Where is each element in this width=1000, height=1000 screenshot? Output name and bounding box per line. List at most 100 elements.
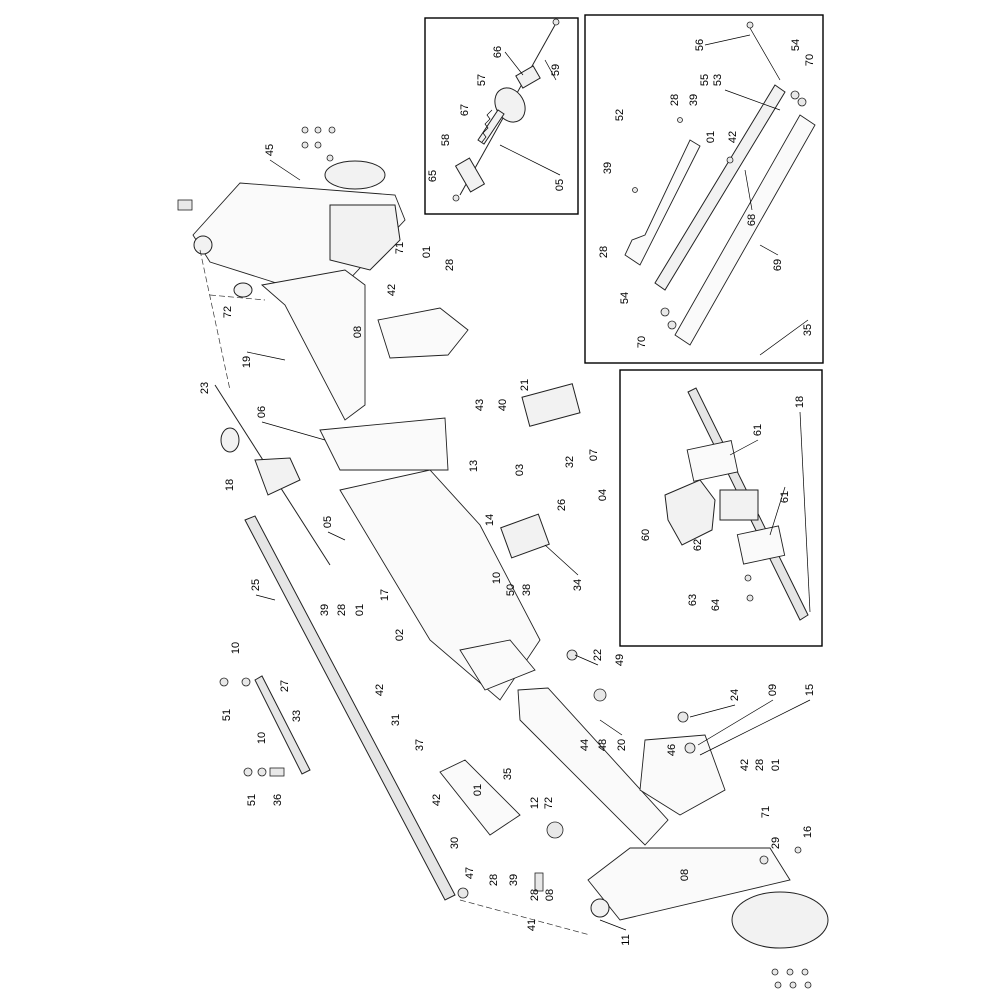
part-number-label: 65 bbox=[427, 170, 439, 182]
part-number-label: 39 bbox=[688, 94, 700, 106]
part-number-label: 20 bbox=[616, 739, 628, 751]
washer-09 bbox=[684, 742, 696, 754]
part-number-label: 05 bbox=[554, 179, 566, 191]
plate-52 bbox=[624, 139, 701, 266]
rail-69 bbox=[674, 114, 816, 346]
part-number-label: 54 bbox=[790, 39, 802, 51]
part-number-label: 41 bbox=[526, 919, 538, 931]
part-number-label: 18 bbox=[794, 396, 806, 408]
part-number-label: 72 bbox=[222, 306, 234, 318]
part-number-label: 69 bbox=[772, 259, 784, 271]
part-number-label: 10 bbox=[256, 732, 268, 744]
part-number-label: 31 bbox=[390, 714, 402, 726]
washer-49 bbox=[593, 688, 607, 702]
part-number-label: 17 bbox=[379, 589, 391, 601]
bolt-39-b bbox=[632, 187, 638, 193]
part-number-label: 28 bbox=[444, 259, 456, 271]
leader-lines bbox=[246, 34, 811, 931]
part-number-label: 71 bbox=[760, 806, 772, 818]
bracket-60 bbox=[664, 479, 716, 546]
washer-70-top bbox=[797, 97, 807, 107]
pivot-eye bbox=[193, 235, 213, 255]
roller-72-lower bbox=[546, 821, 564, 839]
washer-54-top bbox=[790, 90, 800, 100]
motor-disc-bottom bbox=[731, 891, 829, 949]
bolt-top-2 bbox=[314, 126, 322, 134]
part-number-label: 32 bbox=[564, 456, 576, 468]
bracket-66 bbox=[515, 65, 541, 89]
bolt-bottom-5 bbox=[789, 981, 797, 989]
block-62 bbox=[719, 489, 759, 521]
bracket-34 bbox=[500, 513, 550, 559]
bolt-head-top bbox=[177, 199, 193, 211]
part-number-label: 14 bbox=[484, 514, 496, 526]
part-number-label: 42 bbox=[374, 684, 386, 696]
part-number-label: 54 bbox=[619, 292, 631, 304]
pin-36 bbox=[269, 767, 285, 777]
nut-51-a bbox=[219, 677, 229, 687]
part-number-label: 28 bbox=[488, 874, 500, 886]
part-number-label: 62 bbox=[692, 539, 704, 551]
part-number-label: 48 bbox=[597, 739, 609, 751]
part-number-label: 13 bbox=[468, 460, 480, 472]
part-number-label: 49 bbox=[614, 654, 626, 666]
part-number-label: 01 bbox=[705, 131, 717, 143]
part-number-label: 30 bbox=[449, 837, 461, 849]
bushing-23 bbox=[220, 427, 240, 453]
screw-16 bbox=[794, 846, 802, 854]
pivot-eye-lower bbox=[590, 898, 610, 918]
part-number-label: 55 bbox=[699, 74, 711, 86]
bolt-39-a bbox=[677, 117, 683, 123]
part-number-label: 28 bbox=[336, 604, 348, 616]
part-number-label: 57 bbox=[476, 74, 488, 86]
plate-61-lower bbox=[736, 525, 786, 565]
nut-51-b bbox=[243, 767, 253, 777]
part-number-label: 67 bbox=[459, 104, 471, 116]
bolt-top-4 bbox=[301, 141, 309, 149]
inset-c-parts bbox=[664, 387, 809, 621]
part-number-label: 43 bbox=[474, 399, 486, 411]
motor-disc-top bbox=[324, 160, 386, 190]
part-number-label: 36 bbox=[272, 794, 284, 806]
part-number-label: 51 bbox=[221, 709, 233, 721]
washer-54-bottom bbox=[660, 307, 670, 317]
part-number-label: 03 bbox=[514, 464, 526, 476]
part-number-label: 26 bbox=[556, 499, 568, 511]
part-number-label: 70 bbox=[804, 54, 816, 66]
screw-63 bbox=[744, 574, 752, 582]
part-number-label: 42 bbox=[431, 794, 443, 806]
part-number-label: 51 bbox=[246, 794, 258, 806]
bolt-bottom-3 bbox=[801, 968, 809, 976]
washer-10-a bbox=[241, 677, 251, 687]
part-number-label: 23 bbox=[199, 382, 211, 394]
part-number-label: 07 bbox=[588, 449, 600, 461]
part-number-label: 19 bbox=[241, 356, 253, 368]
part-number-label: 50 bbox=[505, 584, 517, 596]
part-number-label: 01 bbox=[770, 759, 782, 771]
part-number-label: 38 bbox=[521, 584, 533, 596]
frame-block-upper bbox=[459, 639, 536, 691]
part-number-label: 68 bbox=[746, 214, 758, 226]
washer-22 bbox=[566, 649, 578, 661]
part-number-label: 08 bbox=[544, 889, 556, 901]
part-number-label: 39 bbox=[508, 874, 520, 886]
part-number-label: 18 bbox=[224, 479, 236, 491]
housing-11 bbox=[587, 847, 791, 921]
part-number-label: 08 bbox=[352, 326, 364, 338]
part-number-label: 44 bbox=[579, 739, 591, 751]
part-number-label: 53 bbox=[712, 74, 724, 86]
screw-64 bbox=[746, 594, 754, 602]
part-number-label: 52 bbox=[614, 109, 626, 121]
part-number-label: 01 bbox=[354, 604, 366, 616]
cover-08-lower bbox=[639, 734, 726, 816]
part-number-label: 33 bbox=[291, 710, 303, 722]
part-number-label: 60 bbox=[640, 529, 652, 541]
part-number-label: 24 bbox=[729, 689, 741, 701]
arm-20 bbox=[517, 687, 669, 846]
part-number-label: 15 bbox=[804, 684, 816, 696]
part-number-label: 01 bbox=[421, 246, 433, 258]
